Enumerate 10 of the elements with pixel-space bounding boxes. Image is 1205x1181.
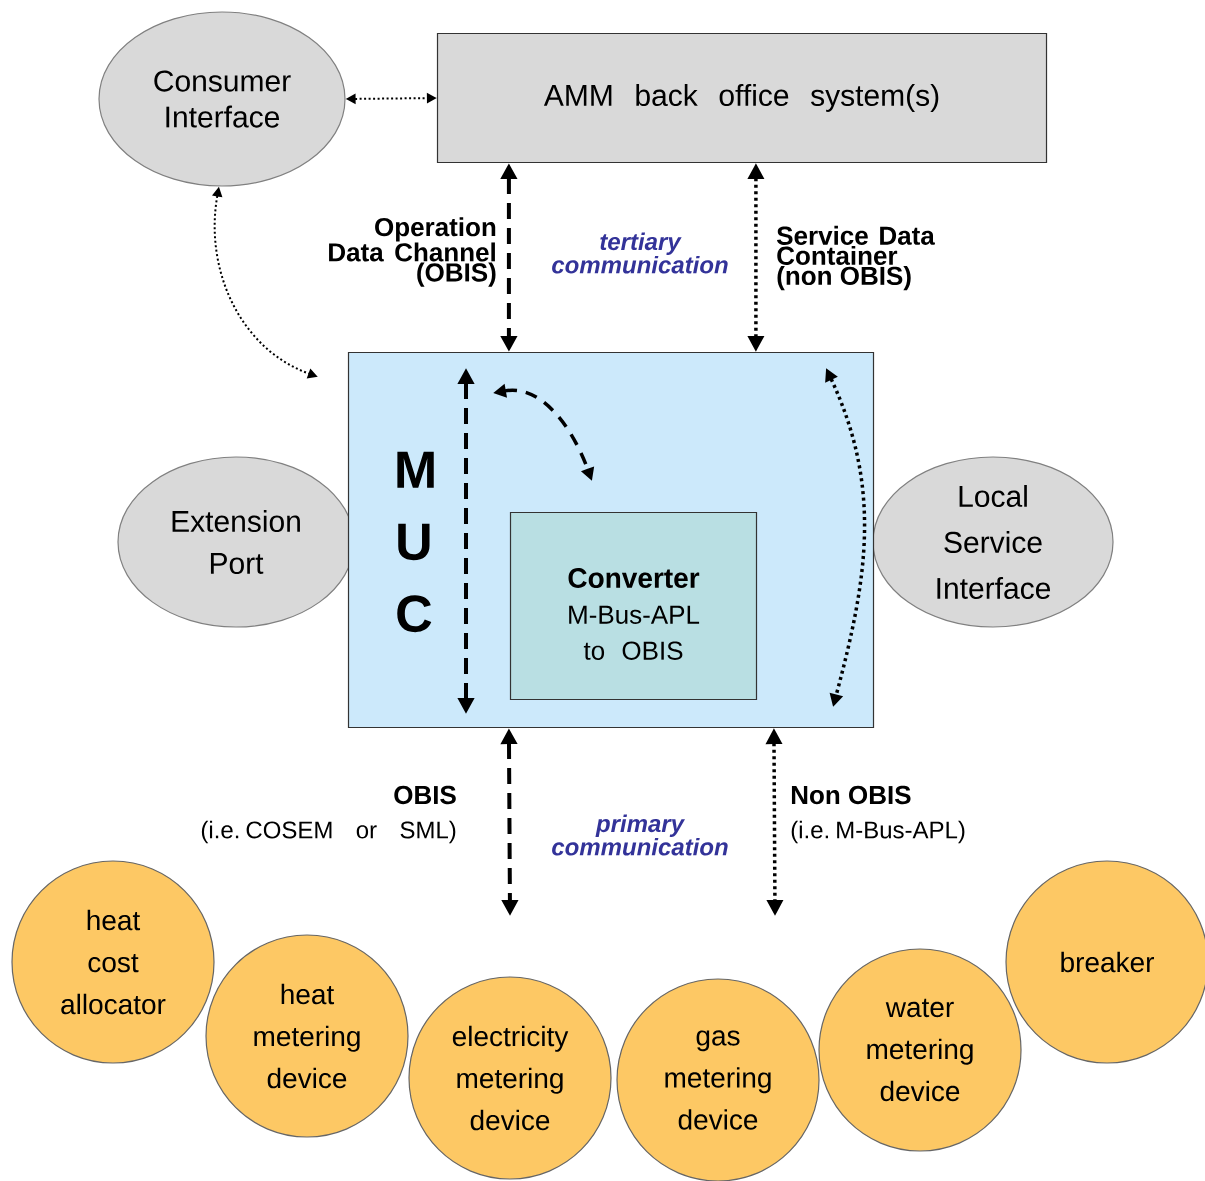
- system-box: AMM back office system(s): [436, 32, 1048, 164]
- annotation-text: tertiary communication: [552, 232, 728, 274]
- edge-label: OBIS: [394, 785, 456, 805]
- edge-label: Service Data Container (non OBIS): [776, 225, 935, 291]
- edge-label: Non OBIS: [791, 785, 911, 805]
- converter-box: Converter M-Bus-APL to OBIS: [509, 511, 758, 701]
- annotation-text: (i.e. M-Bus-APL): [791, 820, 965, 844]
- annotation-text: (i.e. COSEM or SML): [201, 820, 456, 844]
- edge-label: Operation Data Channel (OBIS): [329, 217, 496, 287]
- annotation-text: primary communication: [552, 814, 728, 856]
